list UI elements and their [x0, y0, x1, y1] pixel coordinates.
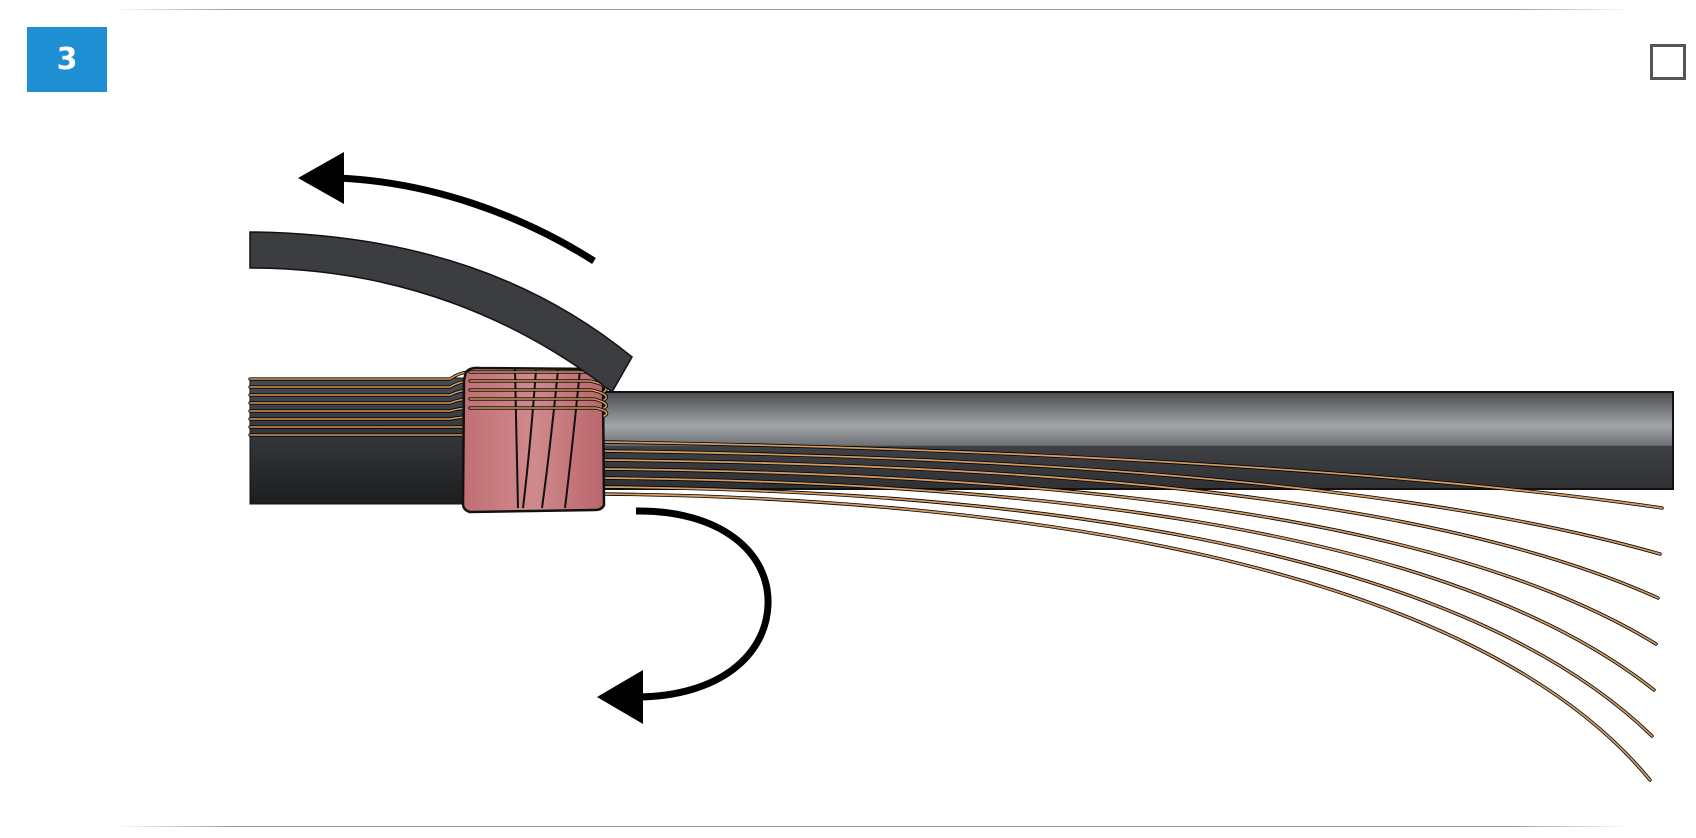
left-cable-body	[249, 377, 466, 505]
fanned-shield-wires	[601, 440, 1664, 782]
top-divider	[112, 9, 1632, 10]
curved-arrow-down-back-icon	[597, 507, 772, 724]
tape-wrap	[461, 366, 606, 514]
step-number: 3	[56, 42, 78, 77]
step-checkbox[interactable]	[1650, 44, 1686, 80]
peeled-jacket-strip	[249, 231, 633, 394]
step-number-badge: 3	[27, 27, 107, 92]
curved-arrow-up-left-icon	[298, 152, 596, 264]
bottom-divider	[112, 826, 1632, 827]
